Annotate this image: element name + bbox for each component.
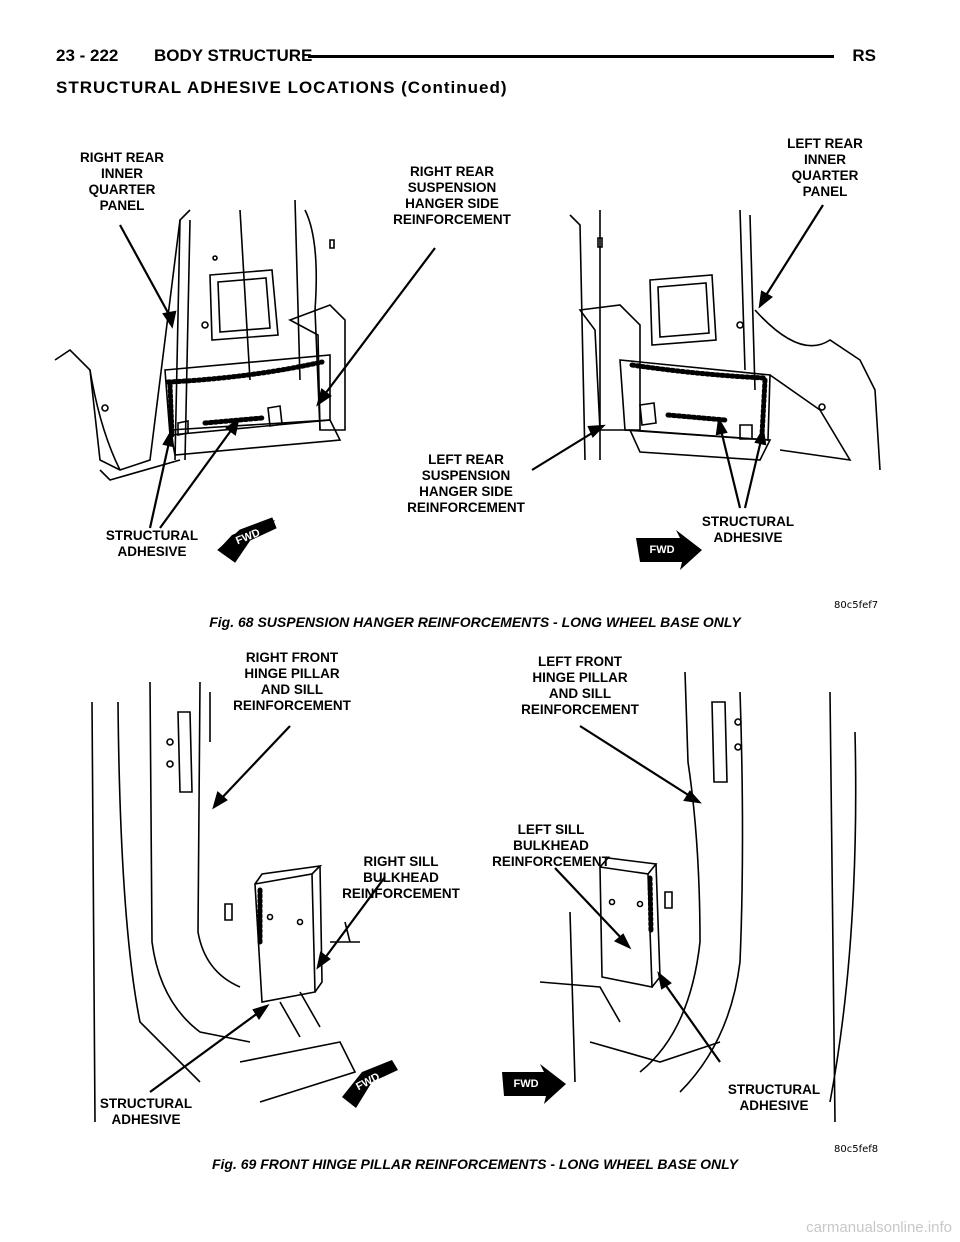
figure-69-caption: Fig. 69 FRONT HINGE PILLAR REINFORCEMENT… bbox=[211, 1156, 739, 1172]
label-left-sill-bulkhead: LEFT SILL BULKHEAD REINFORCEMENT bbox=[492, 822, 610, 869]
watermark: carmanualsonline.info bbox=[806, 1219, 952, 1236]
label-structural-adhesive-left: STRUCTURAL ADHESIVE bbox=[99, 1096, 193, 1127]
model-code: RS bbox=[852, 46, 876, 65]
fwd-arrow-right-icon bbox=[636, 530, 702, 570]
header-rule bbox=[308, 55, 834, 58]
label-right-sill-bulkhead: RIGHT SILL BULKHEAD REINFORCEMENT bbox=[342, 854, 460, 901]
fwd-label-right: FWD bbox=[513, 1078, 539, 1090]
figure-68-drawing bbox=[54, 199, 881, 570]
label-left-rear-suspension-hanger: LEFT REAR SUSPENSION HANGER SIDE REINFOR… bbox=[407, 452, 525, 515]
figure-68: RIGHT REAR INNER QUARTER PANEL RIGHT REA… bbox=[0, 130, 960, 640]
figure-68-caption: Fig. 68 SUSPENSION HANGER REINFORCEMENTS… bbox=[209, 614, 741, 630]
label-structural-adhesive-right: STRUCTURAL ADHESIVE bbox=[701, 514, 795, 545]
label-structural-adhesive-left: STRUCTURAL ADHESIVE bbox=[105, 528, 199, 559]
page-number: 23 - 222 bbox=[56, 46, 119, 65]
figure-68-code: 80c5fef7 bbox=[834, 600, 879, 611]
label-left-rear-inner-quarter-panel: LEFT REAR INNER QUARTER PANEL bbox=[787, 136, 863, 199]
label-structural-adhesive-right: STRUCTURAL ADHESIVE bbox=[727, 1082, 821, 1113]
page-header: 23 - 222 BODY STRUCTURE RS bbox=[56, 46, 876, 72]
fwd-arrow-left-icon bbox=[342, 1060, 398, 1108]
page-subtitle: STRUCTURAL ADHESIVE LOCATIONS (Continued… bbox=[56, 78, 508, 97]
section-title: BODY STRUCTURE bbox=[154, 46, 313, 65]
fwd-arrow-left-icon bbox=[217, 517, 277, 563]
fwd-label-right: FWD bbox=[649, 544, 675, 556]
figure-69: RIGHT FRONT HINGE PILLAR AND SILL REINFO… bbox=[0, 642, 960, 1182]
label-right-rear-suspension-hanger: RIGHT REAR SUSPENSION HANGER SIDE REINFO… bbox=[393, 164, 511, 227]
figure-69-code: 80c5fef8 bbox=[834, 1144, 879, 1155]
fwd-arrow-right-icon bbox=[502, 1064, 566, 1104]
label-left-front-hinge-pillar: LEFT FRONT HINGE PILLAR AND SILL REINFOR… bbox=[521, 654, 639, 717]
label-right-rear-inner-quarter-panel: RIGHT REAR INNER QUARTER PANEL bbox=[80, 150, 164, 213]
label-right-front-hinge-pillar: RIGHT FRONT HINGE PILLAR AND SILL REINFO… bbox=[233, 650, 351, 713]
figure-69-drawing bbox=[91, 671, 857, 1123]
